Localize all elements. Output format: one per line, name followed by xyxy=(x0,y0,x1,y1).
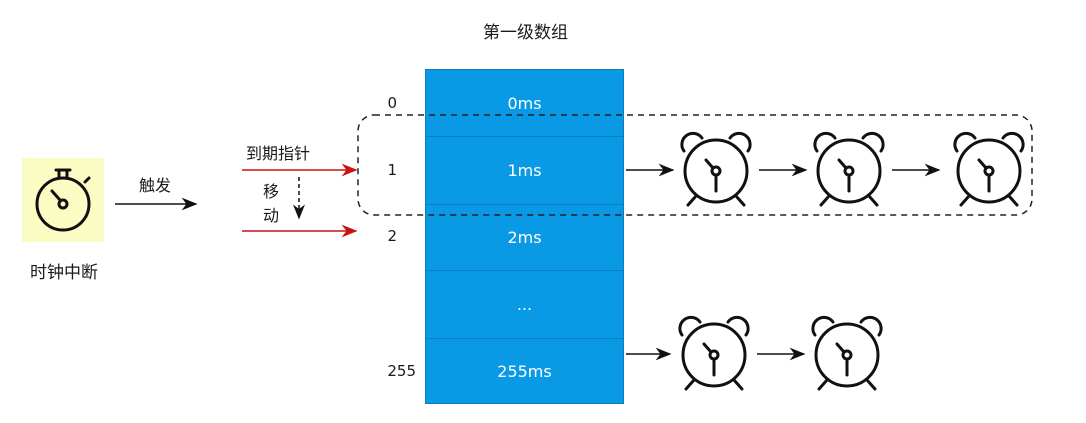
index-255: 255 xyxy=(387,362,416,380)
index-1: 1 xyxy=(387,161,397,179)
move-label-char-1: 移 xyxy=(263,182,280,201)
clock-interrupt-node xyxy=(22,158,104,242)
move-label-char-2: 动 xyxy=(263,206,280,225)
cell-label: 255ms xyxy=(497,361,552,381)
cell-label: 0ms xyxy=(507,93,542,113)
alarm-clock-icon xyxy=(678,315,750,391)
stopwatch-icon xyxy=(35,168,91,232)
diagram-title: 第一级数组 xyxy=(483,23,568,43)
alarm-clock-icon xyxy=(680,131,752,207)
array-cell-1: 1ms xyxy=(425,136,624,205)
first-level-array: 0ms 1ms 2ms ... 255ms xyxy=(425,69,626,404)
move-label: 移 动 xyxy=(263,180,283,228)
clock-interrupt-label: 时钟中断 xyxy=(30,263,98,283)
array-cell-2: 2ms xyxy=(425,204,624,271)
index-2: 2 xyxy=(387,227,397,245)
alarm-clock-icon xyxy=(953,131,1025,207)
index-0: 0 xyxy=(387,94,397,112)
array-cell-0: 0ms xyxy=(425,69,624,137)
array-cell-255: 255ms xyxy=(425,338,624,404)
expiry-pointer-label: 到期指针 xyxy=(246,144,311,163)
cell-label: ... xyxy=(516,295,533,314)
current-slot-highlight xyxy=(357,114,1033,216)
trigger-label: 触发 xyxy=(138,176,171,195)
cell-label: 1ms xyxy=(507,161,542,180)
alarm-clock-icon xyxy=(811,315,883,391)
cell-label: 2ms xyxy=(507,228,542,247)
alarm-clock-icon xyxy=(813,131,885,207)
